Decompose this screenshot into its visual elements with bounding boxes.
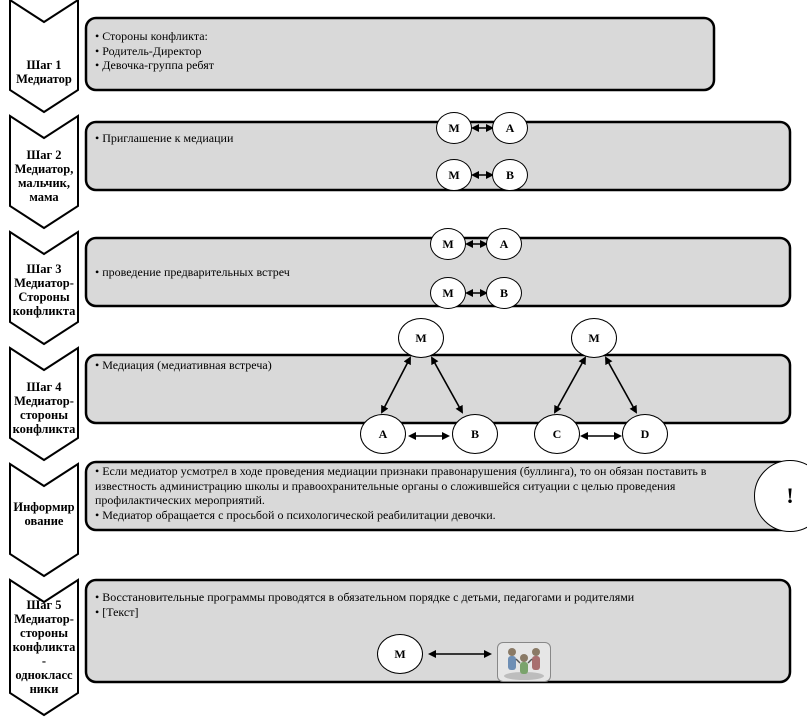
node-b: В — [452, 414, 498, 454]
step2-bullets: • Приглашение к медиации — [95, 131, 234, 145]
node-d: D — [622, 414, 668, 454]
node-m: М — [430, 277, 466, 309]
step1-label: Шаг 1 Медиатор — [16, 58, 72, 86]
step1-box — [84, 16, 716, 92]
node-c: С — [534, 414, 580, 454]
arrow-s4-ma — [381, 356, 411, 414]
exclamation-icon: ! — [754, 460, 807, 532]
step4-bullets: • Медиация (медиативная встреча) — [95, 358, 272, 372]
step6-box — [84, 578, 792, 684]
chevron-4 — [9, 346, 79, 462]
node-m: М — [377, 634, 423, 674]
group-people-icon — [497, 642, 551, 682]
step3-bullets: • проведение предварительных встреч — [95, 265, 290, 279]
step5-label: Информир ование — [13, 500, 75, 528]
step3-label: Шаг 3 Медиатор- Стороны конфликта — [12, 262, 76, 318]
arrow-s4-md — [605, 356, 637, 414]
step6-bullets: • Восстановительные программы проводятся… — [95, 590, 635, 619]
step4-label: Шаг 4 Медиатор- стороны конфликта — [12, 380, 76, 436]
arrow-s4-mb — [431, 356, 463, 414]
step6-label: Шаг 5 Медиатор- стороны конфликта - одно… — [12, 598, 76, 696]
node-m: М — [436, 112, 472, 144]
arrow-s4-mc — [554, 356, 586, 414]
chevron-2 — [9, 114, 79, 230]
node-a: А — [492, 112, 528, 144]
chevron-3 — [9, 230, 79, 346]
chevron-1 — [9, 0, 79, 114]
node-m: М — [430, 228, 466, 260]
node-m: М — [398, 318, 444, 358]
node-m: М — [571, 318, 617, 358]
node-a: А — [360, 414, 406, 454]
step1-bullets: • Стороны конфликта: • Родитель-Директор… — [95, 29, 214, 72]
node-m: М — [436, 159, 472, 191]
node-b: В — [486, 277, 522, 309]
node-b: В — [492, 159, 528, 191]
chevron-5 — [9, 462, 79, 578]
chevron-6 — [9, 578, 79, 717]
step2-label: Шаг 2 Медиатор, мальчик, мама — [14, 148, 74, 204]
node-a: А — [486, 228, 522, 260]
step5-bullets: • Если медиатор усмотрел в ходе проведен… — [95, 464, 707, 522]
